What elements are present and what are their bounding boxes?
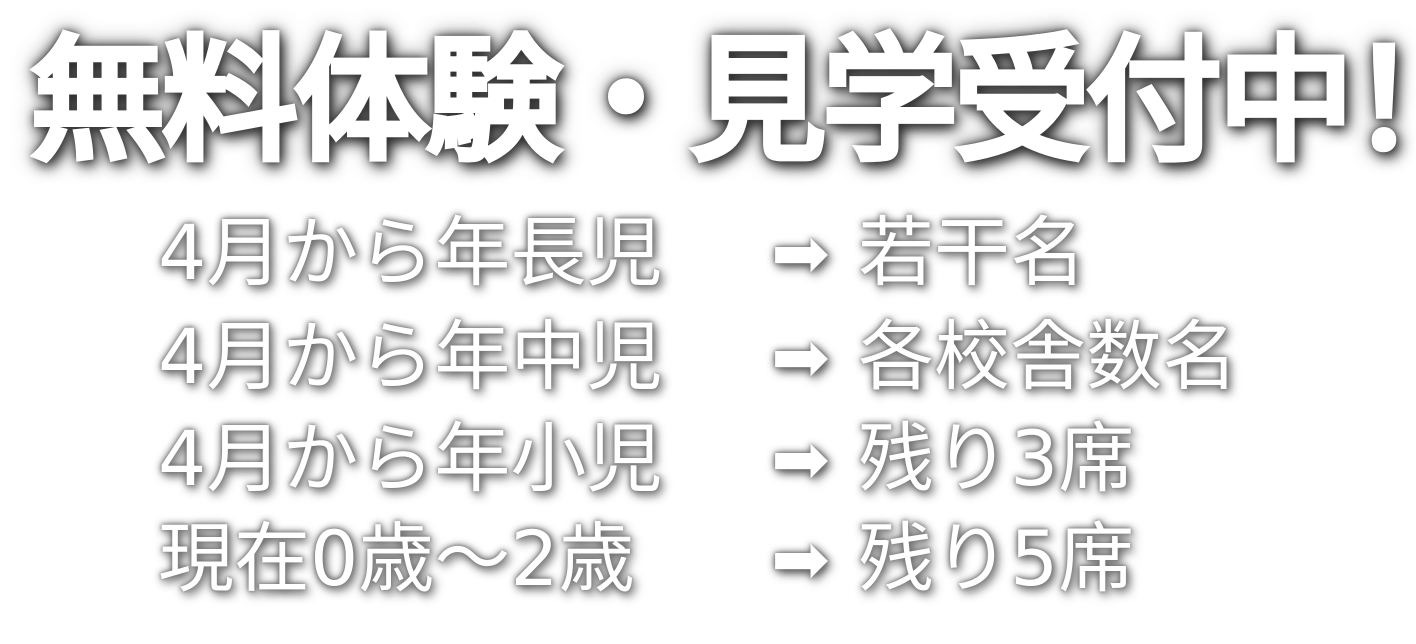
status-label: 残り3席 bbox=[858, 414, 1135, 503]
arrow-right-icon: ➡ bbox=[771, 418, 830, 500]
availability-row: 4月から年長児 ➡ 若干名 bbox=[158, 208, 1086, 298]
headline: 無料体験・見学受付中！ bbox=[29, 22, 1416, 183]
status-label: 残り5席 bbox=[858, 514, 1135, 603]
status-label: 各校舎数名 bbox=[858, 312, 1238, 401]
availability-row: 4月から年小児 ➡ 残り3席 bbox=[158, 414, 1134, 504]
arrow-right-icon: ➡ bbox=[771, 518, 830, 600]
status-label: 若干名 bbox=[858, 208, 1086, 297]
group-label: 4月から年小児 bbox=[158, 414, 663, 503]
availability-row: 現在0歳〜2歳 ➡ 残り5席 bbox=[158, 514, 1134, 604]
group-label: 現在0歳〜2歳 bbox=[158, 514, 635, 603]
availability-row: 4月から年中児 ➡ 各校舎数名 bbox=[158, 312, 1238, 402]
group-label: 4月から年中児 bbox=[158, 312, 663, 401]
arrow-right-icon: ➡ bbox=[771, 316, 830, 398]
group-label: 4月から年長児 bbox=[158, 208, 663, 297]
arrow-right-icon: ➡ bbox=[771, 212, 830, 294]
